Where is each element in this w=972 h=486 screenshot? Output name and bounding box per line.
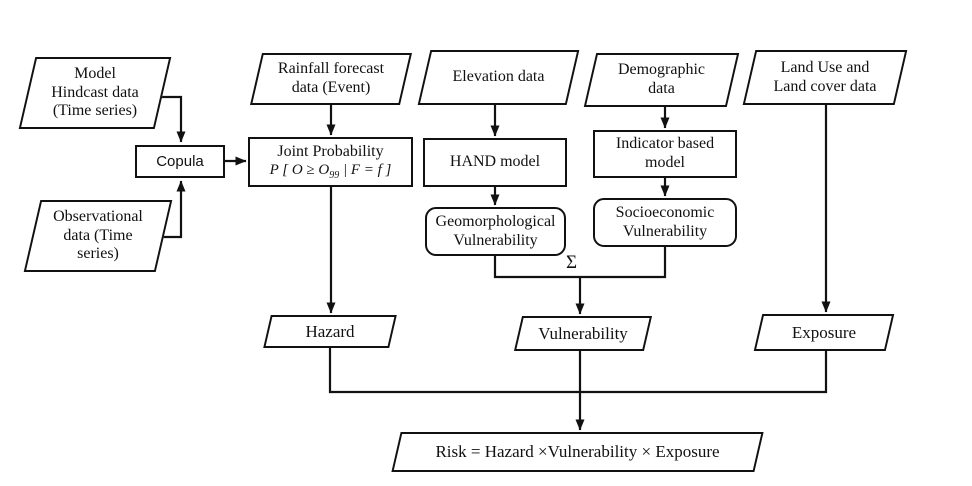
node-label: Rainfall forecast data (Event) (249, 53, 413, 105)
node-hand-model: HAND model (423, 138, 567, 187)
label-line: Exposure (791, 322, 857, 342)
label-line: Hindcast data (51, 83, 139, 101)
node-label: Demographic data (583, 53, 740, 107)
label-line: Land Use and (780, 58, 870, 76)
label-line: Risk = Hazard ×Vulnerability × Exposure (435, 442, 720, 462)
rectangle-shape (135, 145, 225, 178)
node-vulnerability: Vulnerability (513, 316, 653, 351)
rectangle-shape (593, 130, 737, 178)
node-label: Risk = Hazard ×Vulnerability × Exposure (390, 432, 765, 472)
label-line: Land cover data (773, 77, 877, 95)
node-label: HAND model (423, 138, 567, 187)
label-line: Demographic (617, 61, 706, 79)
node-joint-probability: Joint Probability P [ O ≥ O99 | F = f ] (248, 137, 413, 187)
node-label: Vulnerability (513, 316, 653, 351)
arrow-observational-to-copula (158, 180, 186, 239)
rectangle-shape (423, 138, 567, 187)
label-line: Vulnerability (538, 323, 628, 343)
formula-prefix: P [ O ≥ O (269, 161, 330, 178)
node-hazard: Hazard (262, 315, 398, 348)
node-observational-data: Observational data (Time series) (23, 200, 173, 272)
label-line: data (Time (63, 226, 133, 244)
label-line: Model (74, 64, 116, 82)
node-label: Observational data (Time series) (23, 200, 173, 272)
node-label: Copula (135, 145, 225, 178)
node-rainfall-forecast-data: Rainfall forecast data (Event) (249, 53, 413, 105)
label-line: Socioeconomic (615, 203, 715, 221)
node-label: Hazard (262, 315, 398, 348)
node-label: Joint Probability P [ O ≥ O99 | F = f ] (248, 137, 413, 187)
node-elevation-data: Elevation data (417, 50, 580, 105)
node-model-hindcast-data: Model Hindcast data (Time series) (18, 57, 172, 129)
label-line: model (645, 154, 685, 171)
rounded-rectangle-shape (593, 198, 737, 247)
label-line: HAND model (449, 153, 541, 171)
label-line: Observational (53, 207, 143, 225)
label-line: Rainfall forecast (277, 60, 385, 78)
rectangle-shape (248, 137, 413, 187)
node-label: Exposure (753, 314, 895, 351)
node-exposure: Exposure (753, 314, 895, 351)
label-line: Vulnerability (622, 222, 708, 240)
node-socioeconomic-vulnerability: Socioeconomic Vulnerability (593, 198, 737, 247)
label-line: (Time series) (52, 102, 138, 120)
rounded-rectangle-shape (425, 207, 566, 256)
node-label: Geomorphological Vulnerability (425, 207, 566, 256)
node-label: Socioeconomic Vulnerability (593, 198, 737, 247)
label-line: Hazard (305, 321, 355, 341)
node-risk-equation: Risk = Hazard ×Vulnerability × Exposure (390, 432, 765, 472)
sum-symbol: Σ (566, 252, 578, 273)
label-line: Vulnerability (453, 231, 538, 249)
node-label: Land Use and Land cover data (742, 50, 908, 105)
label-line: data (648, 80, 675, 97)
node-copula: Copula (135, 145, 225, 178)
node-geomorphological-vulnerability: Geomorphological Vulnerability (425, 207, 566, 256)
node-label: Elevation data (417, 50, 580, 105)
label-line: Joint Probability (277, 142, 384, 160)
formula-subscript: 99 (329, 169, 340, 181)
node-indicator-based-model: Indicator based model (593, 130, 737, 178)
label-line: data (Event) (291, 79, 371, 96)
node-demographic-data: Demographic data (583, 53, 740, 107)
arrow-model-hindcast-to-copula (158, 95, 186, 143)
node-label: Indicator based model (593, 130, 737, 178)
line-bottom-merge (328, 346, 828, 394)
node-label: Model Hindcast data (Time series) (18, 57, 172, 129)
label-line: Elevation data (452, 68, 545, 86)
joint-probability-formula: P [ O ≥ O99 | F = f ] (270, 162, 392, 182)
label-line: Copula (156, 152, 204, 170)
label-line: series) (77, 245, 119, 263)
node-land-use-land-cover-data: Land Use and Land cover data (742, 50, 908, 105)
label-line: Geomorphological (435, 212, 556, 230)
formula-suffix: | F = f ] (339, 161, 392, 178)
label-line: Indicator based (615, 135, 715, 153)
